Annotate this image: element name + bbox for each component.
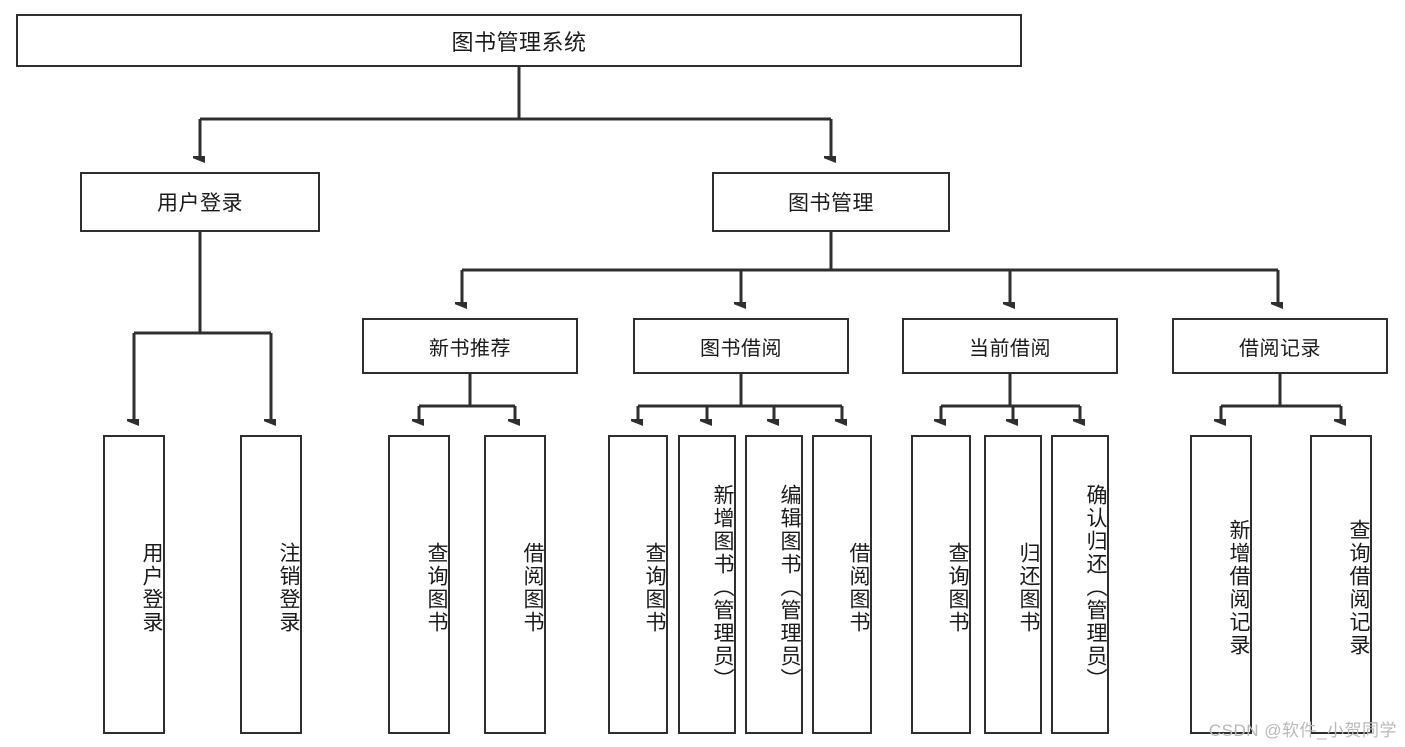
node-book-borrow-label: 图书借阅 [700,337,782,360]
node-leaf-user-login-label: 用户登录 [140,541,163,634]
node-borrow-record[interactable]: 借阅记录 [1172,318,1388,374]
node-leaf-user-login[interactable]: 用户登录 [103,435,165,734]
link-book-manage-to-level3 [462,232,1278,303]
node-book-borrow[interactable]: 图书借阅 [633,318,849,374]
node-leaf-borrow-book-1[interactable]: 借阅图书 [484,435,546,734]
node-book-manage-label: 图书管理 [788,192,874,215]
node-leaf-edit-book[interactable]: 编辑图书（管理员） [745,435,803,734]
node-leaf-borrow-book-2-label: 借阅图书 [847,541,870,634]
node-leaf-add-record[interactable]: 新增借阅记录 [1190,435,1252,734]
node-leaf-borrow-book-1-label: 借阅图书 [521,541,544,634]
link-new-book-recommend-to-leaves [419,374,515,420]
node-current-borrow-label: 当前借阅 [969,337,1051,360]
node-borrow-record-label: 借阅记录 [1239,337,1321,360]
node-leaf-query-record-label: 查询借阅记录 [1347,518,1370,657]
node-current-borrow[interactable]: 当前借阅 [902,318,1118,374]
node-leaf-query-book-1[interactable]: 查询图书 [388,435,450,734]
node-leaf-confirm-return-label: 确认归还（管理员） [1084,484,1107,691]
node-leaf-query-record[interactable]: 查询借阅记录 [1310,435,1372,734]
node-leaf-add-book-label: 新增图书（管理员） [711,484,734,691]
node-leaf-return-book-label: 归还图书 [1017,541,1040,634]
node-user-login-label: 用户登录 [157,192,243,215]
node-leaf-query-book-2-label: 查询图书 [643,541,666,634]
node-leaf-add-record-label: 新增借阅记录 [1227,518,1250,657]
node-leaf-query-book-1-label: 查询图书 [425,541,448,634]
node-root-label: 图书管理系统 [451,29,587,55]
node-user-login[interactable]: 用户登录 [80,172,320,232]
link-book-borrow-to-leaves [638,374,842,420]
node-leaf-return-book[interactable]: 归还图书 [984,435,1042,734]
node-leaf-query-book-3[interactable]: 查询图书 [911,435,971,734]
link-current-borrow-to-leaves [941,374,1080,420]
link-user-login-to-leaves [134,232,271,420]
node-leaf-user-logout[interactable]: 注销登录 [240,435,302,734]
link-root-to-level2 [200,67,831,157]
node-leaf-user-logout-label: 注销登录 [277,541,300,634]
node-new-book-recommend-label: 新书推荐 [429,337,511,360]
node-leaf-query-book-3-label: 查询图书 [946,541,969,634]
node-book-manage[interactable]: 图书管理 [712,172,950,232]
link-borrow-record-to-leaves [1221,374,1341,420]
node-leaf-query-book-2[interactable]: 查询图书 [608,435,668,734]
node-new-book-recommend[interactable]: 新书推荐 [362,318,578,374]
node-root[interactable]: 图书管理系统 [16,14,1022,67]
node-leaf-add-book[interactable]: 新增图书（管理员） [678,435,736,734]
node-leaf-confirm-return[interactable]: 确认归还（管理员） [1051,435,1109,734]
node-leaf-borrow-book-2[interactable]: 借阅图书 [812,435,872,734]
node-leaf-edit-book-label: 编辑图书（管理员） [778,484,801,691]
